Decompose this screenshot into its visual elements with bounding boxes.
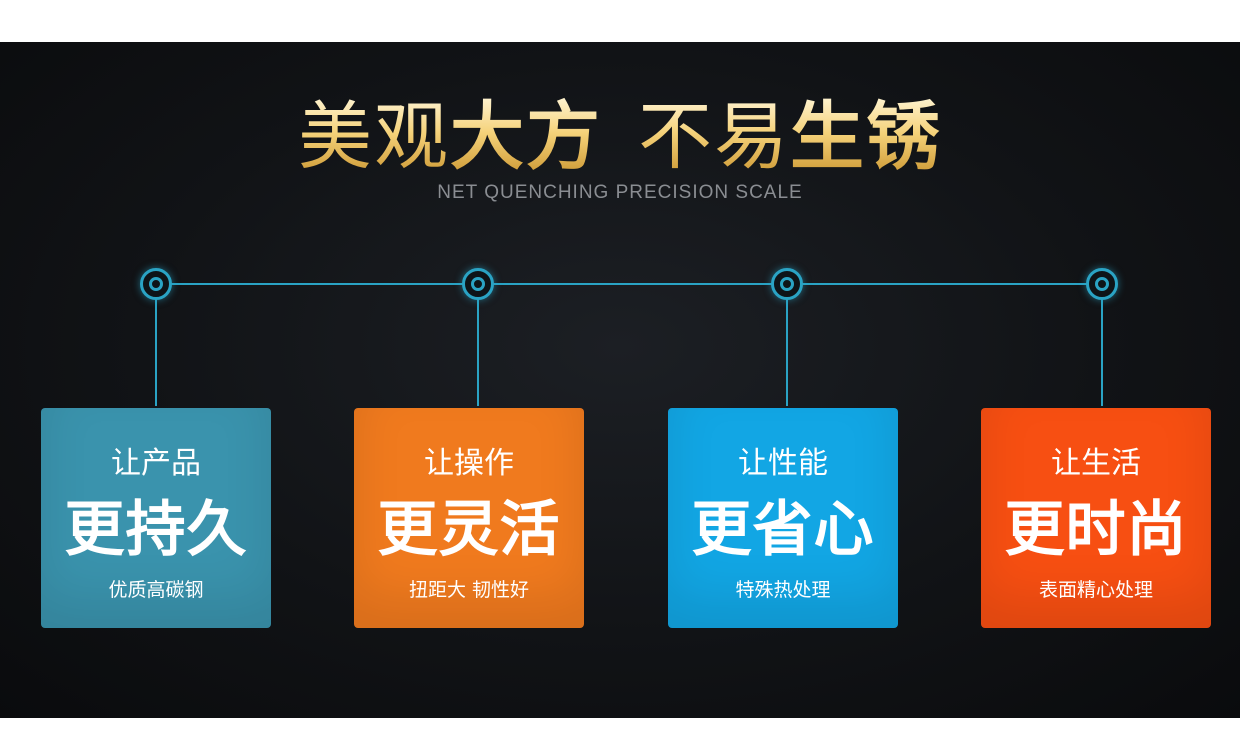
timeline-node-icon-3 (771, 268, 803, 300)
card-lead-text: 让生活 (1051, 446, 1141, 481)
connector-line-3 (786, 284, 788, 406)
headline-part2-bold: 生锈 (790, 94, 942, 180)
headline-part2-light: 不易 (638, 94, 790, 180)
card-detail-text: 优质高碳钢 (108, 579, 204, 601)
subtitle: NET QUENCHING PRECISION SCALE (437, 182, 803, 203)
card-lead-text: 让操作 (424, 446, 514, 481)
timeline-line (156, 283, 1102, 285)
feature-banner: 美观大方不易生锈 NET QUENCHING PRECISION SCALE 让… (0, 42, 1240, 718)
connector-line-2 (477, 284, 479, 406)
connector-line-4 (1101, 284, 1103, 406)
feature-card-4: 让生活 更时尚 表面精心处理 (981, 408, 1211, 628)
headline: 美观大方不易生锈 (0, 92, 1240, 182)
card-detail-text: 特殊热处理 (735, 579, 831, 601)
card-detail-text: 表面精心处理 (1038, 579, 1153, 601)
feature-card-2: 让操作 更灵活 扭距大 韧性好 (354, 408, 584, 628)
timeline-node-icon-1 (140, 268, 172, 300)
timeline-node-icon-4 (1086, 268, 1118, 300)
card-lead-text: 让产品 (111, 446, 201, 481)
feature-card-3: 让性能 更省心 特殊热处理 (668, 408, 898, 628)
card-main-text: 更省心 (691, 495, 875, 565)
headline-part1-light: 美观 (298, 94, 450, 180)
card-detail-text: 扭距大 韧性好 (408, 579, 530, 601)
card-main-text: 更持久 (64, 495, 248, 565)
card-main-text: 更灵活 (377, 495, 561, 565)
feature-card-1: 让产品 更持久 优质高碳钢 (41, 408, 271, 628)
connector-line-1 (155, 284, 157, 406)
card-main-text: 更时尚 (1004, 495, 1188, 565)
timeline-node-icon-2 (462, 268, 494, 300)
card-lead-text: 让性能 (738, 446, 828, 481)
headline-part1-bold: 大方 (450, 94, 602, 180)
